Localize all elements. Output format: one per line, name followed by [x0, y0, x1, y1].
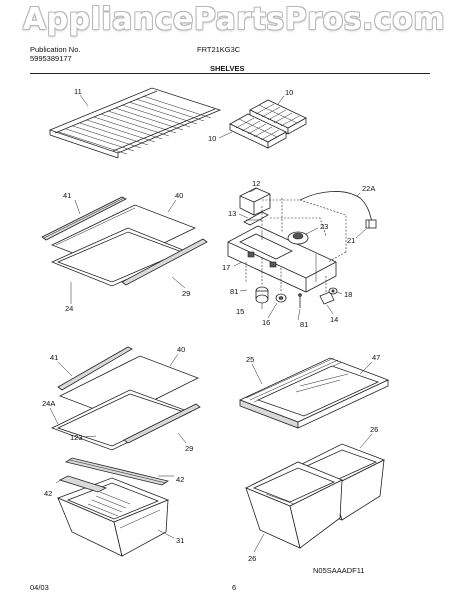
shelf-trim-front-29 — [121, 238, 208, 286]
callout-23: 23 — [320, 222, 328, 231]
watermark-logo: AppliancePartsPros.com — [22, 2, 446, 37]
callout-11: 11 — [74, 87, 82, 96]
callout-123: 123 — [70, 433, 83, 442]
callout-16: 16 — [262, 318, 270, 327]
callout-47: 47 — [372, 353, 380, 362]
shelf-trim-front-29-lower — [123, 403, 201, 444]
harness-part-22A — [261, 191, 373, 263]
callout-26-right: 26 — [370, 425, 378, 434]
footer-date: 04/03 — [30, 583, 49, 592]
callout-13: 13 — [228, 209, 236, 218]
callout-18: 18 — [344, 290, 352, 299]
ice-maker-housing-17 — [227, 225, 337, 293]
page-number: 6 — [232, 583, 237, 592]
callout-41-lower: 41 — [50, 353, 58, 362]
callout-14: 14 — [330, 315, 338, 324]
support-bar-123 — [65, 457, 169, 486]
callout-29: 29 — [182, 289, 190, 298]
callout-31: 31 — [176, 536, 184, 545]
callout-24A: 24A — [42, 399, 55, 408]
motor-part-23 — [287, 231, 309, 245]
diagram-code: N05SAAADF11 — [313, 566, 365, 575]
grommet-part-16 — [275, 293, 287, 303]
wire-shelf-part — [48, 87, 222, 159]
ice-tray-lower — [229, 113, 287, 149]
callout-10-upper: 10 — [285, 88, 293, 97]
callout-81-right: 81 — [300, 320, 308, 329]
callout-15: 15 — [236, 307, 244, 316]
drawer-slide-42 — [58, 475, 108, 493]
callout-21: 21 — [347, 236, 355, 245]
callout-12: 12 — [252, 179, 260, 188]
callout-42-left: 42 — [44, 489, 52, 498]
section-title: SHELVES — [210, 64, 245, 73]
ice-bucket-part-12 — [239, 187, 271, 216]
fitting-part-14 — [319, 291, 335, 305]
crisper-drawer-31 — [56, 477, 170, 557]
callout-40-lower: 40 — [177, 345, 185, 354]
callout-40: 40 — [175, 191, 183, 200]
callout-22A: 22A — [362, 184, 375, 193]
shelf-trim-rear-41 — [41, 196, 127, 241]
callout-24: 24 — [65, 304, 73, 313]
callout-25: 25 — [246, 355, 254, 364]
shelf-trim-rear-41-lower — [57, 346, 133, 391]
bracket-part-13 — [243, 211, 269, 226]
callout-42-right: 42 — [176, 475, 184, 484]
callout-10-lower: 10 — [208, 134, 216, 143]
callout-41: 41 — [63, 191, 71, 200]
crisper-glass-47 — [256, 365, 380, 417]
header-rule — [30, 73, 430, 74]
crisper-pan-left-26 — [245, 461, 343, 549]
fill-cup-part-15 — [255, 286, 269, 304]
ice-tray-upper — [249, 99, 307, 135]
callout-81-left: 81 — [230, 287, 238, 296]
publication-label: Publication No. — [30, 45, 81, 54]
connector-part-21 — [365, 219, 377, 229]
model-number: FRT21KG3C — [197, 45, 241, 54]
screw-part-81 — [298, 293, 302, 308]
callout-29-lower: 29 — [185, 444, 193, 453]
callout-17: 17 — [222, 263, 230, 272]
clip-part-18 — [328, 287, 338, 295]
callout-26-left: 26 — [248, 554, 256, 563]
publication-number: 5995389177 — [30, 54, 72, 63]
